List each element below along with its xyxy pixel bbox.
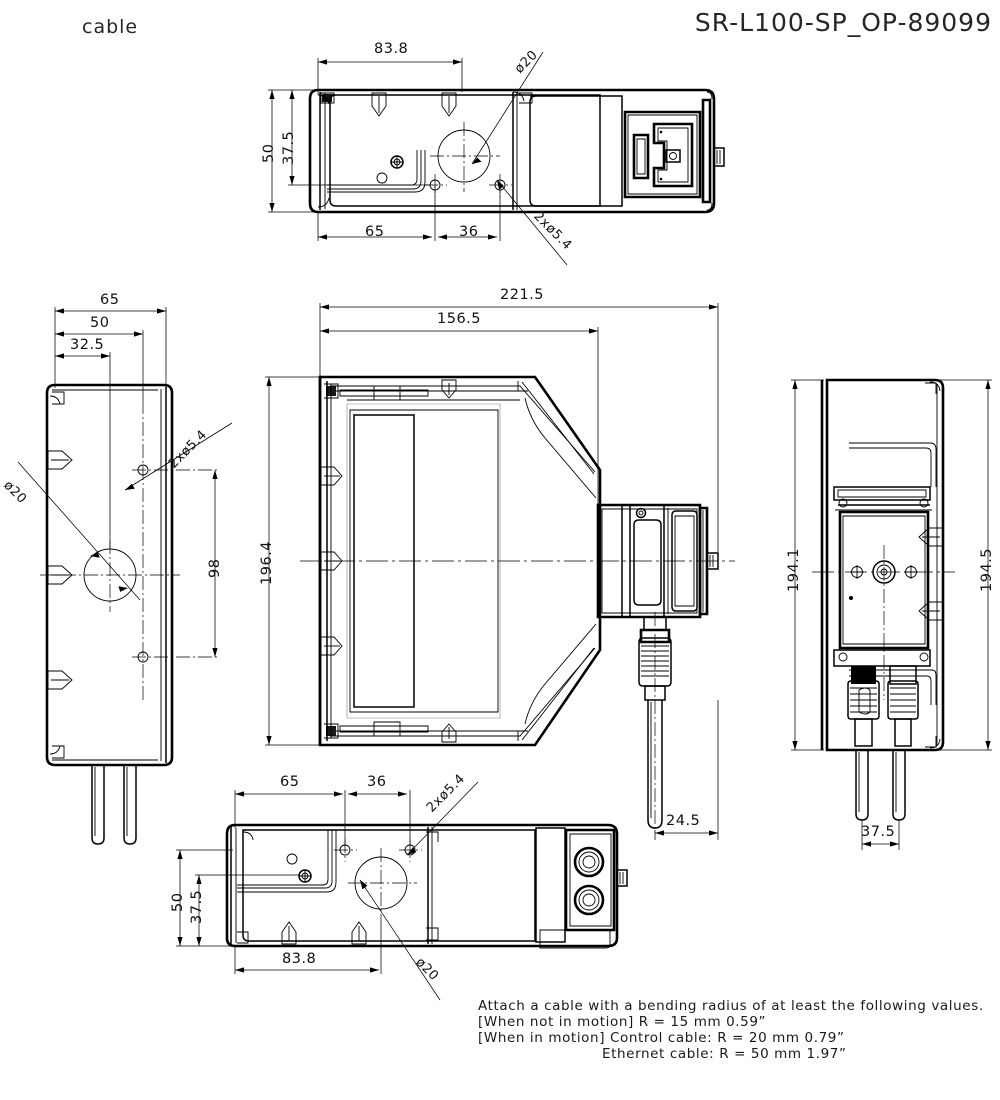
- main-dim-221-5: 221.5: [500, 287, 545, 303]
- right-view-connector-left: [847, 666, 880, 747]
- main-view-geometry: [300, 375, 735, 832]
- cable-bending-notes: Attach a cable with a bending radius of …: [478, 998, 984, 1062]
- left-dim-65: 65: [100, 292, 120, 308]
- bottom-view-dimensions: [176, 781, 479, 1001]
- left-dim-98: 98: [207, 558, 223, 578]
- bottom-dim-83-8: 83.8: [282, 951, 317, 967]
- main-dim-156-5: 156.5: [437, 311, 482, 327]
- note-line-3: [When in motion] Control cable: R = 20 m…: [478, 1030, 845, 1046]
- top-dim-65: 65: [365, 224, 385, 240]
- bottom-view-geometry: [225, 823, 628, 949]
- main-dim-196-4: 196.4: [259, 540, 275, 585]
- right-view-geometry: [812, 378, 955, 821]
- right-view-connector-right: [887, 665, 919, 747]
- right-dim-194-5: 194.5: [979, 547, 995, 592]
- left-view-dimensions: [17, 307, 233, 657]
- drawing-title: SR-L100-SP_OP-89099: [694, 8, 992, 37]
- right-view-dimensions: [791, 379, 992, 850]
- main-dim-24-5: 24.5: [666, 813, 701, 829]
- note-line-2: [When not in motion] R = 15 mm 0.59”: [478, 1014, 767, 1030]
- main-view-dimensions: [265, 303, 719, 840]
- top-dim-37-5: 37.5: [281, 130, 297, 165]
- note-line-1: Attach a cable with a bending radius of …: [478, 998, 984, 1014]
- cable-label: cable: [82, 16, 139, 38]
- left-dim-50: 50: [90, 315, 110, 331]
- bottom-dim-37-5: 37.5: [189, 889, 205, 924]
- top-dim-83-8: 83.8: [374, 41, 409, 57]
- top-view-dimensions: [268, 51, 568, 266]
- bottom-dim-65: 65: [280, 774, 300, 790]
- right-dim-37-5: 37.5: [861, 824, 896, 840]
- right-dim-194-1: 194.1: [786, 547, 802, 592]
- note-line-4: Ethernet cable: R = 50 mm 1.97”: [602, 1046, 847, 1062]
- bottom-dim-50: 50: [170, 892, 186, 912]
- top-dim-36: 36: [459, 224, 479, 240]
- top-view-geometry: [308, 88, 725, 214]
- bottom-dim-36: 36: [367, 774, 387, 790]
- top-dim-50: 50: [261, 143, 277, 163]
- left-dim-32-5: 32.5: [70, 337, 105, 353]
- left-view-geometry: [40, 383, 218, 845]
